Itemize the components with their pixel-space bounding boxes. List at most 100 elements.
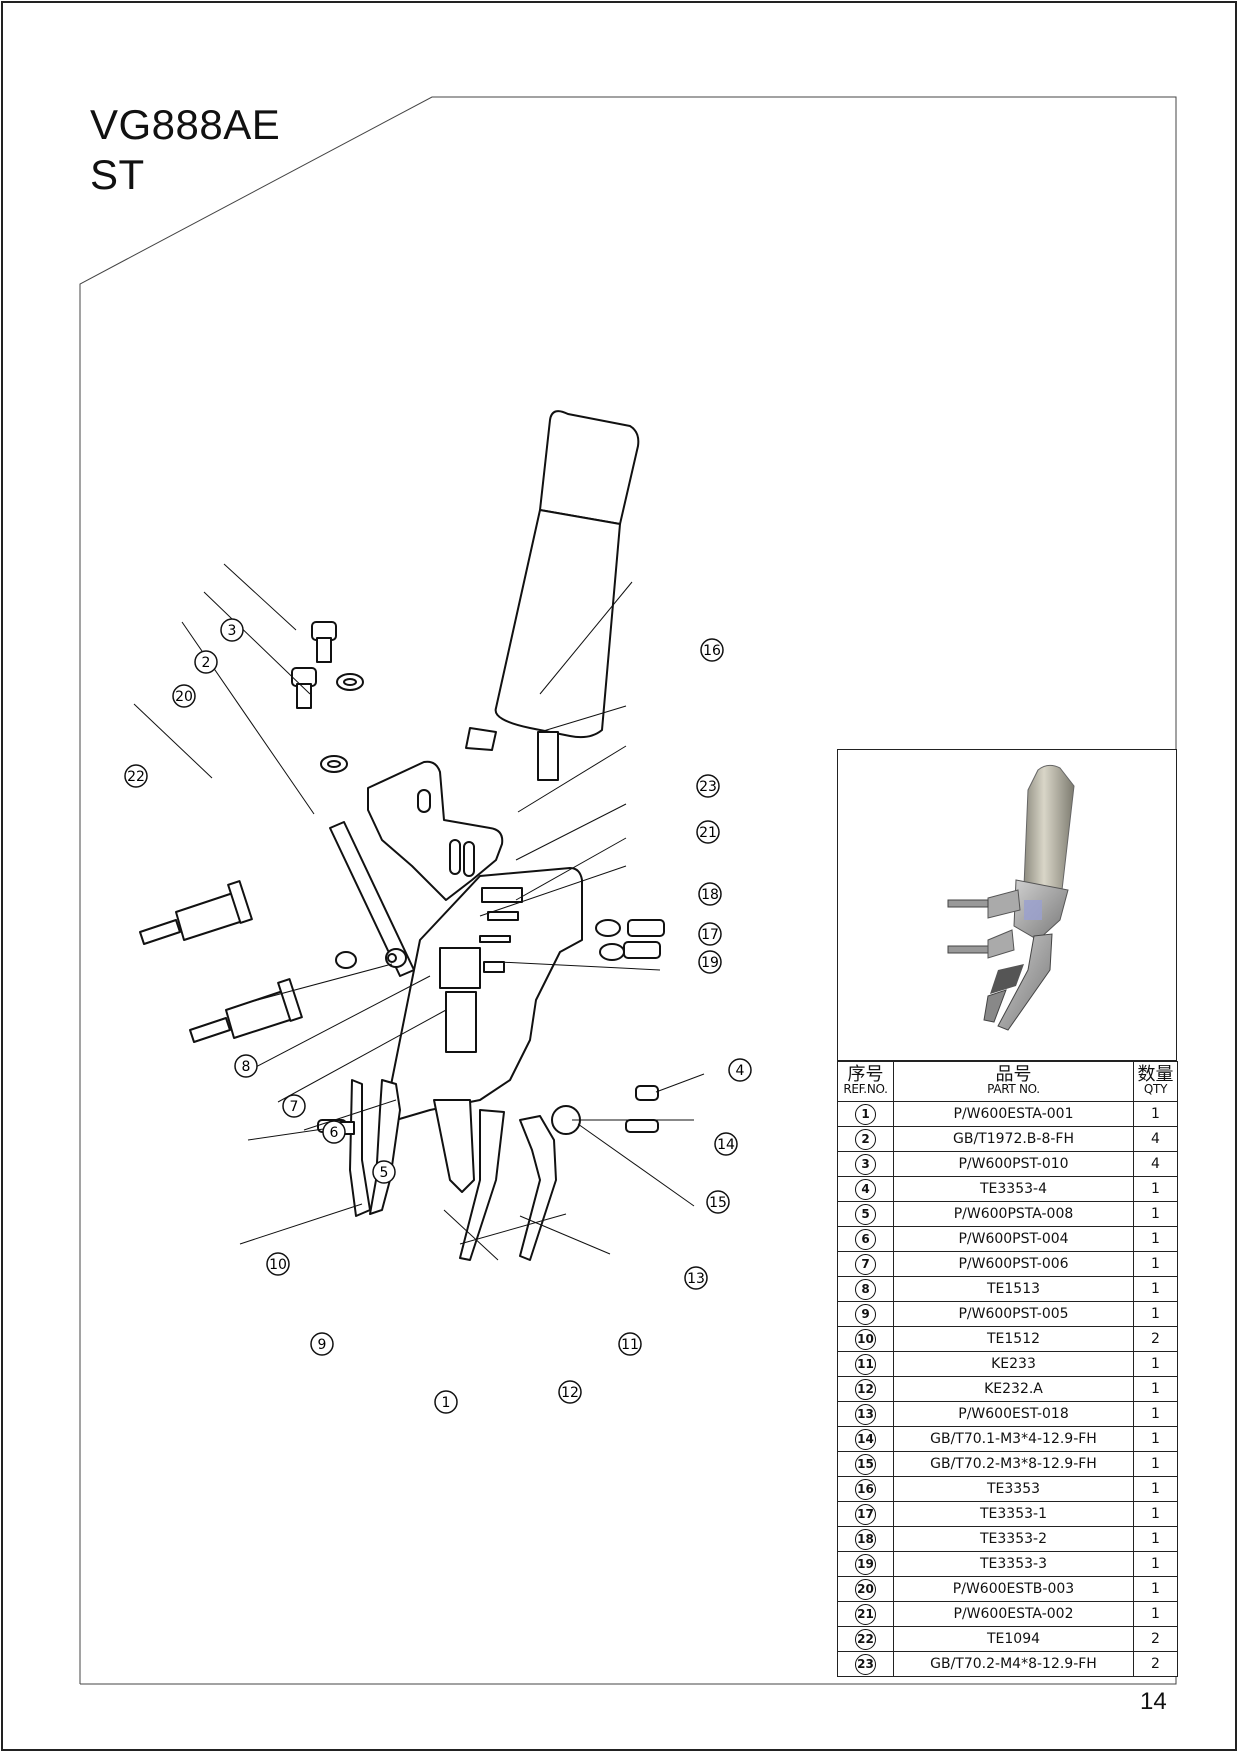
quantity-cell: 1 <box>1133 1276 1178 1302</box>
part-number-cell: TE3353-4 <box>893 1176 1134 1202</box>
part-number-cell: GB/T70.1-M3*4-12.9-FH <box>893 1426 1134 1452</box>
svg-text:3: 3 <box>228 623 237 639</box>
part-number-cell: TE1512 <box>893 1326 1134 1352</box>
ref-number-badge: 18 <box>855 1528 876 1550</box>
quantity-cell: 1 <box>1133 1426 1178 1452</box>
model-name: VG888AE <box>90 101 281 148</box>
ref-cell: 10 <box>837 1326 894 1352</box>
quantity-cell: 1 <box>1133 1501 1178 1527</box>
part-number-cell: TE1513 <box>893 1276 1134 1302</box>
ref-cell: 2 <box>837 1126 894 1152</box>
quantity-cell: 1 <box>1133 1376 1178 1402</box>
ref-cell: 23 <box>837 1651 894 1677</box>
header-part-en: PART NO. <box>987 1081 1040 1096</box>
quantity-cell: 1 <box>1133 1226 1178 1252</box>
header-qty-en: QTY <box>1143 1081 1168 1096</box>
header-ref-zh: 序号 <box>847 1063 884 1085</box>
quantity-cell: 1 <box>1133 1251 1178 1277</box>
callout-8: 8 <box>234 1054 258 1078</box>
part-number-cell: P/W600PST-006 <box>893 1251 1134 1277</box>
ref-cell: 15 <box>837 1451 894 1477</box>
part-number-cell: P/W600PST-010 <box>893 1151 1134 1177</box>
ref-cell: 3 <box>837 1151 894 1177</box>
svg-text:9: 9 <box>318 1337 327 1353</box>
callout-6: 6 <box>322 1120 346 1144</box>
ref-number-badge: 9 <box>855 1303 876 1325</box>
ref-number-badge: 4 <box>855 1178 876 1200</box>
part-number-cell: P/W600PST-004 <box>893 1226 1134 1252</box>
quantity-cell: 1 <box>1133 1576 1178 1602</box>
part-number-cell: KE232.A <box>893 1376 1134 1402</box>
svg-text:14: 14 <box>717 1137 735 1153</box>
svg-text:1: 1 <box>442 1395 451 1411</box>
quantity-cell: 2 <box>1133 1326 1178 1352</box>
callout-22: 22 <box>124 764 148 788</box>
svg-text:12: 12 <box>561 1385 579 1401</box>
ref-cell: 12 <box>837 1376 894 1402</box>
svg-text:6: 6 <box>330 1125 339 1141</box>
callout-21: 21 <box>696 820 720 844</box>
ref-number-badge: 1 <box>855 1103 876 1125</box>
quantity-cell: 1 <box>1133 1351 1178 1377</box>
ref-cell: 11 <box>837 1351 894 1377</box>
svg-text:18: 18 <box>701 887 719 903</box>
exploded-view-diagram: 16 3 2 20 22 23 21 18 17 19 4 8 7 6 5 14… <box>124 410 752 1414</box>
ref-cell: 14 <box>837 1426 894 1452</box>
svg-text:7: 7 <box>290 1099 299 1115</box>
callout-4: 4 <box>728 1058 752 1082</box>
callout-12: 12 <box>558 1380 582 1404</box>
part-number-cell: GB/T70.2-M4*8-12.9-FH <box>893 1651 1134 1677</box>
ref-cell: 5 <box>837 1201 894 1227</box>
page-number: 14 <box>1140 1688 1167 1715</box>
ref-number-badge: 21 <box>855 1603 876 1625</box>
header-qty-zh: 数量 <box>1137 1063 1174 1085</box>
quantity-cell: 1 <box>1133 1301 1178 1327</box>
part-number-cell: TE3353-1 <box>893 1501 1134 1527</box>
svg-text:19: 19 <box>701 955 719 971</box>
svg-text:2: 2 <box>202 655 211 671</box>
ref-number-badge: 11 <box>855 1353 876 1375</box>
part-number-cell: P/W600EST-018 <box>893 1401 1134 1427</box>
ref-cell: 16 <box>837 1476 894 1502</box>
part-number-cell: P/W600ESTB-003 <box>893 1576 1134 1602</box>
ref-cell: 6 <box>837 1226 894 1252</box>
callout-15: 15 <box>706 1190 730 1214</box>
shaft-parts <box>139 880 303 1043</box>
svg-text:4: 4 <box>736 1063 745 1079</box>
product-render-box <box>837 749 1177 1061</box>
ref-number-badge: 15 <box>855 1453 876 1475</box>
callout-14: 14 <box>714 1132 738 1156</box>
ref-number-badge: 23 <box>855 1653 876 1675</box>
part-number-cell: P/W600PST-005 <box>893 1301 1134 1327</box>
part-number-cell: P/W600PSTA-008 <box>893 1201 1134 1227</box>
svg-text:22: 22 <box>127 769 145 785</box>
ref-number-badge: 14 <box>855 1428 876 1450</box>
callout-3: 3 <box>220 618 244 642</box>
small-parts <box>317 887 665 1135</box>
drawing-title: VG888AE ST <box>90 100 280 200</box>
callout-2: 2 <box>194 650 218 674</box>
callout-19: 19 <box>698 950 722 974</box>
ref-number-badge: 10 <box>855 1328 876 1350</box>
ref-cell: 21 <box>837 1601 894 1627</box>
